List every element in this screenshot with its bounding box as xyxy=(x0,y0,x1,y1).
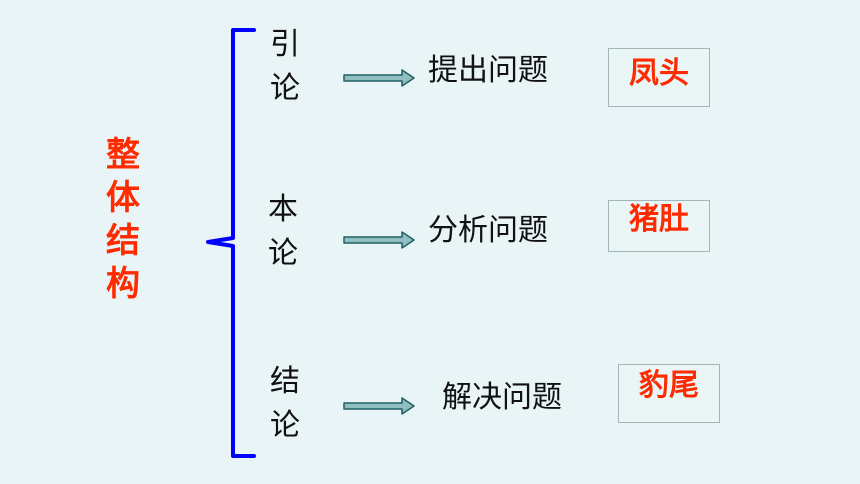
metaphor-tag: 凤头 xyxy=(608,48,710,107)
part-label-char: 本 xyxy=(268,192,298,227)
step-text: 提出问题 xyxy=(428,53,548,88)
arrow-right-icon xyxy=(343,397,415,415)
metaphor-tag-text: 猪肚 xyxy=(629,202,689,237)
main-title-char: 结 xyxy=(106,221,140,261)
part-label-char: 结 xyxy=(270,364,300,399)
part-label-char: 论 xyxy=(270,71,300,106)
part-label-intro: 引 论 xyxy=(270,30,300,104)
part-label-char: 引 xyxy=(270,27,300,62)
metaphor-tag: 猪肚 xyxy=(608,200,710,252)
main-title: 整 体 结 构 xyxy=(106,138,140,301)
arrow-right-icon xyxy=(343,69,415,87)
metaphor-tag-text: 凤头 xyxy=(629,56,689,91)
metaphor-tag: 豹尾 xyxy=(618,364,720,423)
main-title-char: 整 xyxy=(106,135,140,175)
metaphor-tag-text: 豹尾 xyxy=(639,368,699,403)
part-label-body: 本 论 xyxy=(268,195,298,269)
part-label-char: 论 xyxy=(270,408,300,443)
main-title-char: 体 xyxy=(106,178,140,218)
part-label-char: 论 xyxy=(268,236,298,271)
main-title-char: 构 xyxy=(106,264,140,304)
arrow-right-icon xyxy=(343,231,415,249)
step-text: 分析问题 xyxy=(428,213,548,248)
step-text: 解决问题 xyxy=(442,380,562,415)
part-label-conclusion: 结 论 xyxy=(270,367,300,441)
